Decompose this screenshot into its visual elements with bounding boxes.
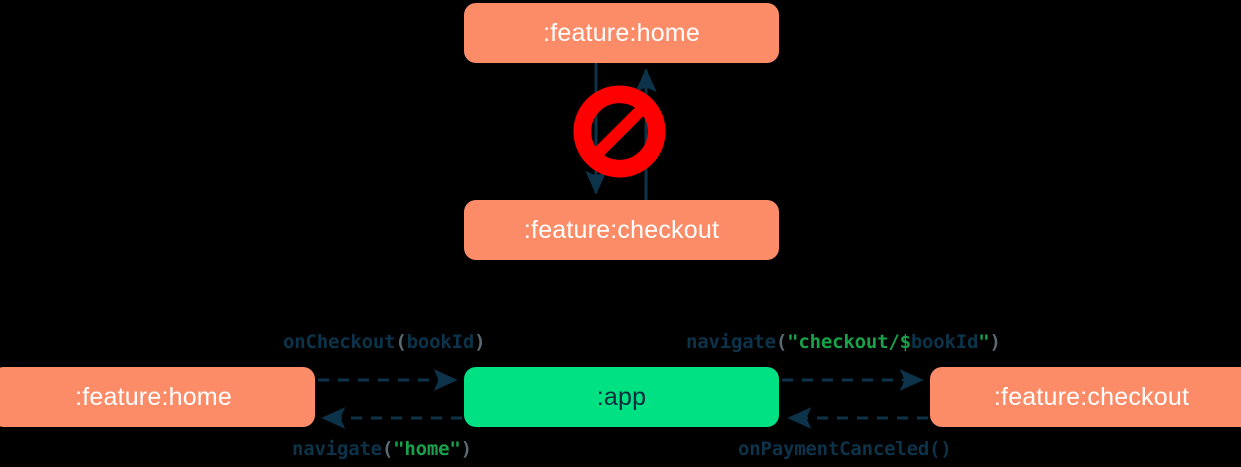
code-token-close-paren: ) [474,331,486,353]
module-node-label: :feature:checkout [523,215,720,244]
code-token-open-paren: ( [395,331,407,353]
code-token-open-paren: ( [775,331,788,353]
forbidden-icon [573,85,666,178]
code-token-string-end: " [978,331,990,353]
code-token-identifier: navigate [686,331,776,353]
module-node-label: :feature:home [75,382,232,411]
module-node-feature-checkout-bottom[interactable]: :feature:checkout [930,367,1241,427]
edge-label-on-payment-canceled: onPaymentCanceled() [738,438,952,460]
module-node-label: :feature:home [543,18,700,47]
module-node-feature-checkout-top[interactable]: :feature:checkout [464,200,779,260]
module-node-label: :app [596,382,647,411]
code-token-identifier: navigate [292,438,382,460]
code-token-identifier: onCheckout [283,331,396,353]
code-token-dollar: $ [899,331,911,353]
edge-label-on-checkout: onCheckout(bookId) [283,331,486,353]
code-token-variable: bookId [910,331,979,353]
code-token-open-paren: ( [381,438,394,460]
module-node-feature-home-top[interactable]: :feature:home [464,3,779,63]
edge-label-navigate-checkout: navigate("checkout/$bookId") [686,331,1001,353]
code-token-argument: bookId [406,331,475,353]
code-token-identifier: onPaymentCanceled() [738,438,952,460]
code-token-string: "home" [393,438,461,460]
module-node-label: :feature:checkout [993,382,1190,411]
code-token-close-paren: ) [989,331,1001,353]
code-token-string-start: "checkout/ [787,331,900,353]
module-node-feature-home-bottom[interactable]: :feature:home [0,367,315,427]
edge-label-navigate-home: navigate("home") [292,438,472,460]
module-node-app[interactable]: :app [464,367,779,427]
code-token-close-paren: ) [460,438,472,460]
